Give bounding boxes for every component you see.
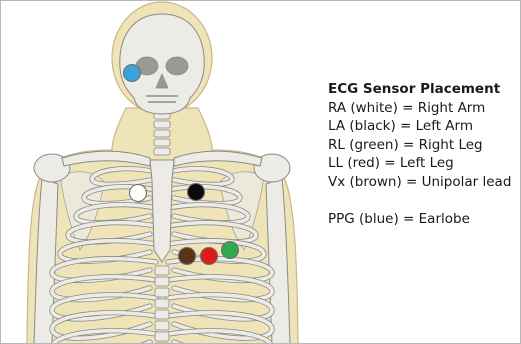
legend-item-ll: LL (red) = Left Leg bbox=[328, 154, 521, 173]
sensor-rl-marker bbox=[222, 242, 239, 259]
vertebra bbox=[155, 266, 169, 275]
legend-title: ECG Sensor Placement bbox=[328, 80, 521, 99]
vertebra bbox=[155, 332, 169, 341]
cervical-vertebra bbox=[154, 148, 170, 155]
sensor-la-marker bbox=[188, 184, 205, 201]
left-eye-socket bbox=[166, 57, 188, 75]
legend-item-vx: Vx (brown) = Unipolar lead bbox=[328, 173, 521, 192]
legend: ECG Sensor Placement RA (white) = Right … bbox=[328, 80, 521, 229]
sensor-ppg-marker bbox=[124, 65, 141, 82]
vertebra bbox=[155, 321, 169, 330]
vertebra bbox=[155, 277, 169, 286]
vertebra bbox=[155, 288, 169, 297]
vertebra bbox=[155, 299, 169, 308]
vertebra bbox=[155, 310, 169, 319]
cervical-spine bbox=[154, 112, 170, 155]
legend-gap bbox=[328, 192, 521, 211]
legend-item-rl: RL (green) = Right Leg bbox=[328, 136, 521, 155]
sensor-vx-marker bbox=[179, 248, 196, 265]
cervical-vertebra bbox=[154, 130, 170, 137]
sternum bbox=[150, 160, 174, 262]
legend-item-ra: RA (white) = Right Arm bbox=[328, 99, 521, 118]
legend-item-la: LA (black) = Left Arm bbox=[328, 117, 521, 136]
cervical-vertebra bbox=[154, 139, 170, 146]
sensor-ll-marker bbox=[201, 248, 218, 265]
legend-item-ppg: PPG (blue) = Earlobe bbox=[328, 210, 521, 229]
spine bbox=[155, 266, 169, 344]
sensor-ra-marker bbox=[130, 185, 147, 202]
cervical-vertebra bbox=[154, 121, 170, 128]
